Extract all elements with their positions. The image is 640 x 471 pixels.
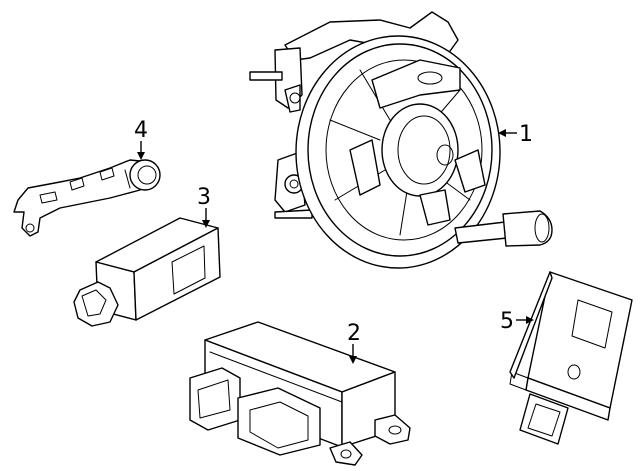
part-2-control-module	[189, 321, 411, 466]
part-3-sensor-module	[73, 217, 221, 327]
callout-1: 1	[498, 122, 533, 147]
callout-5-number: 5	[500, 309, 514, 334]
callout-4: 4	[134, 118, 148, 160]
callout-3: 3	[197, 185, 211, 228]
part-5-module	[509, 271, 633, 445]
callout-5: 5	[500, 309, 534, 334]
part-4-sensor-bracket	[13, 159, 161, 237]
callout-4-number: 4	[134, 118, 148, 143]
part-1-clock-spring	[249, 11, 553, 269]
callout-2: 2	[347, 321, 361, 364]
callout-3-number: 3	[197, 185, 211, 210]
callout-2-number: 2	[347, 321, 361, 346]
callout-1-number: 1	[519, 122, 533, 147]
